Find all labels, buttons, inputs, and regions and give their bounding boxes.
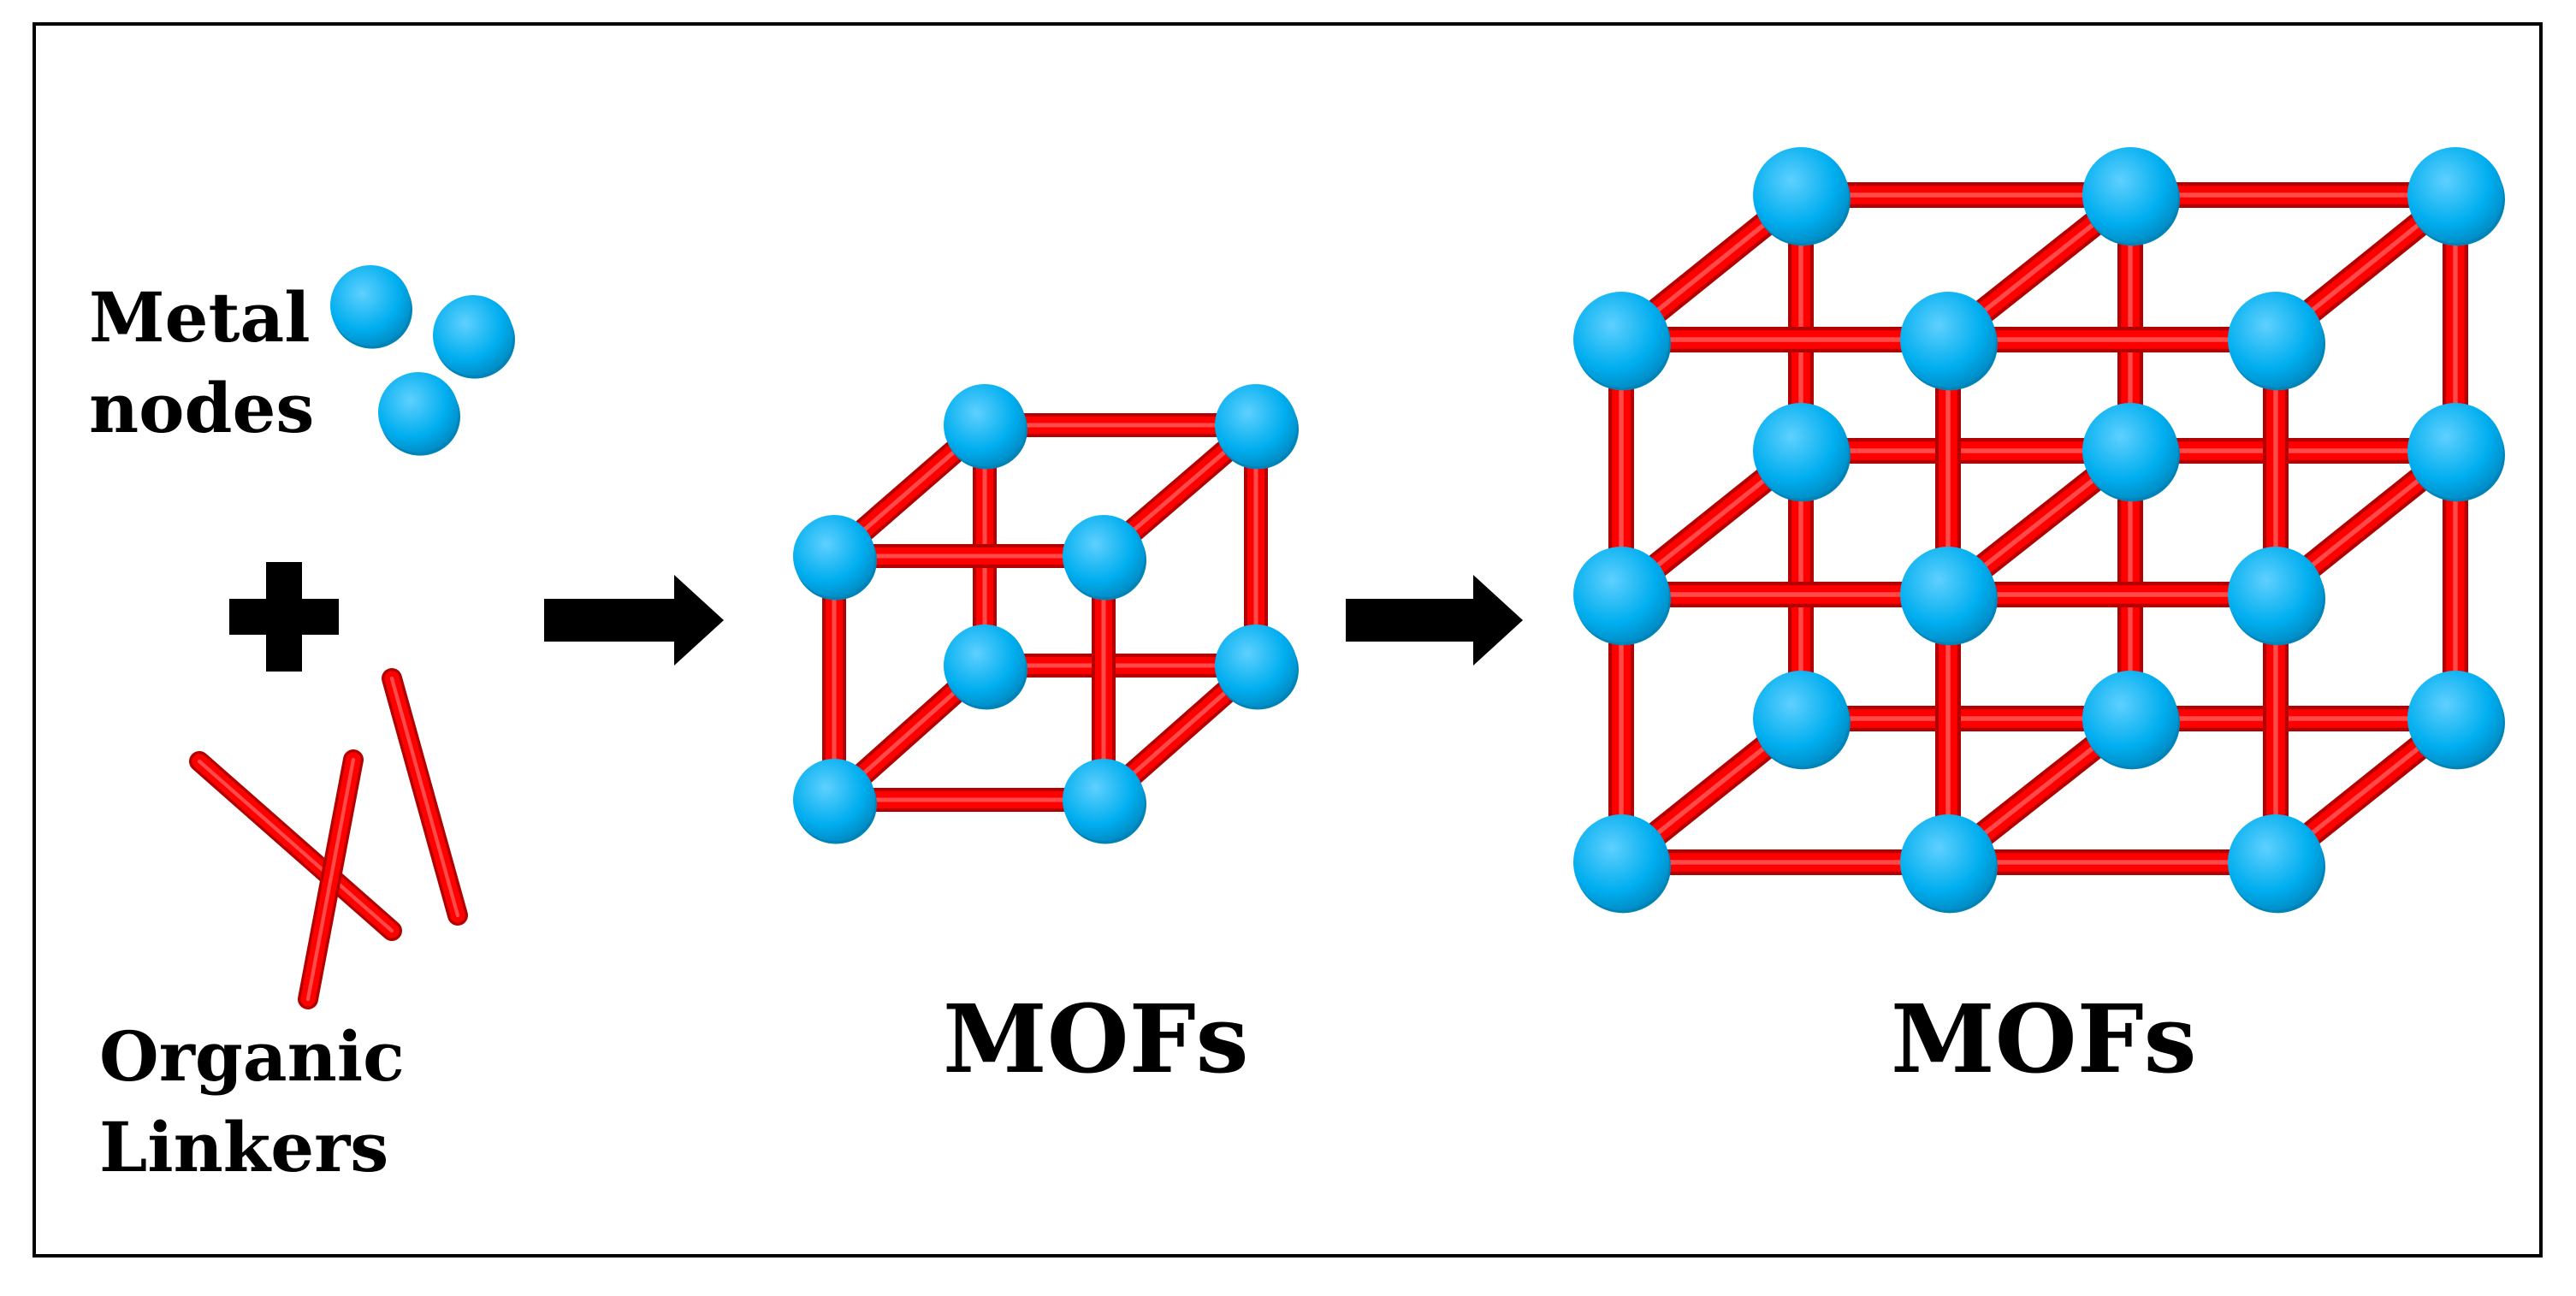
metal-nodes-label: Metal nodes <box>89 272 314 453</box>
metal-nodes-label-line: nodes <box>89 368 315 448</box>
organic-linker <box>382 668 468 926</box>
metal-node <box>793 759 877 844</box>
metal-nodes-label-line: Metal <box>89 277 311 358</box>
metal-node <box>1900 292 1998 391</box>
metal-node <box>1063 515 1146 601</box>
mof-small-lattice <box>793 384 1299 844</box>
metal-nodes-group <box>330 265 515 456</box>
organic-linkers-group <box>189 668 468 1009</box>
organic-linkers-label-line: Linkers <box>99 1107 389 1187</box>
mofs-small-label: MOFs <box>943 984 1249 1094</box>
metal-node <box>433 295 515 379</box>
metal-node <box>1215 624 1299 710</box>
metal-node <box>1753 147 1851 246</box>
right-arrow-icon <box>544 575 724 666</box>
metal-node <box>2407 671 2505 770</box>
organic-linkers-label-line: Organic <box>99 1016 405 1097</box>
metal-node <box>2228 547 2325 646</box>
metal-node <box>2082 403 2180 502</box>
plus-icon <box>229 562 339 672</box>
metal-node <box>1900 547 1998 646</box>
metal-node <box>2082 147 2180 246</box>
organic-linker <box>189 751 402 941</box>
metal-node <box>1573 814 1671 914</box>
metal-node <box>2228 814 2325 914</box>
metal-node <box>1753 403 1851 502</box>
metal-node <box>330 265 412 349</box>
metal-node <box>1573 547 1671 646</box>
metal-node <box>1063 759 1146 844</box>
metal-node <box>1900 814 1998 914</box>
metal-node <box>944 384 1027 470</box>
metal-node <box>2407 403 2505 502</box>
mofs-large-label: MOFs <box>1891 984 2197 1094</box>
mof-large-lattice <box>1573 147 2505 914</box>
metal-node <box>2082 671 2180 770</box>
metal-node <box>1753 671 1851 770</box>
figure-frame <box>33 22 2543 1258</box>
metal-node <box>378 372 460 456</box>
metal-node <box>944 624 1027 710</box>
metal-node <box>793 515 877 601</box>
metal-node <box>2407 147 2505 246</box>
right-arrow-icon <box>1346 575 1523 666</box>
metal-node <box>1215 384 1299 470</box>
organic-linker <box>298 749 364 1009</box>
metal-node <box>1573 292 1671 391</box>
metal-node <box>2228 292 2325 391</box>
